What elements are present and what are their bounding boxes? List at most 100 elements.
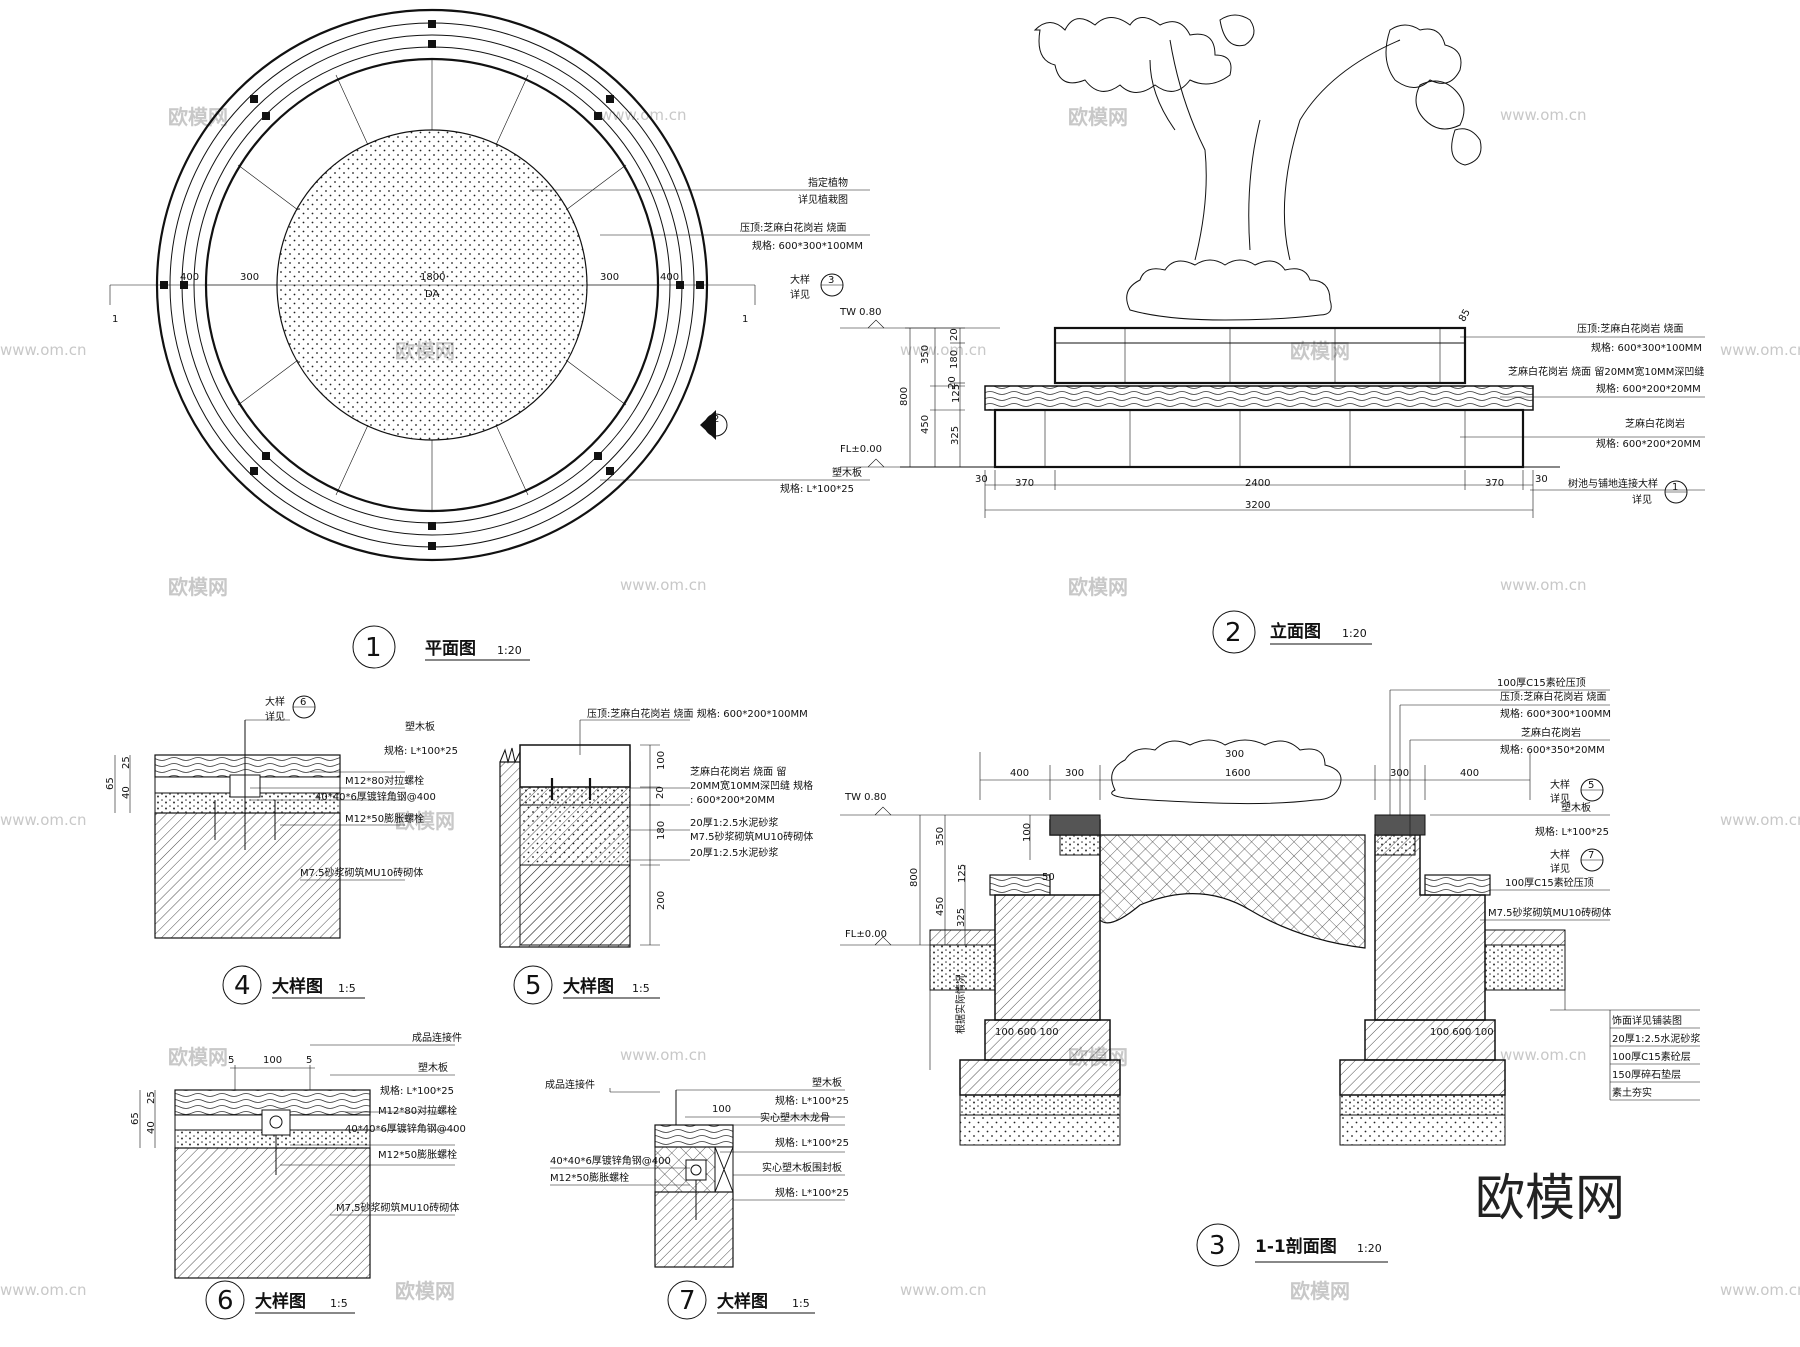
- d7-title-block: 7 大样图 1:5: [667, 1280, 815, 1320]
- elev-tw-level: TW 0.80: [839, 307, 881, 318]
- d7-dim-span: 100: [712, 1104, 731, 1115]
- section-layer-table: 饰面详见铺装图 20厚1:2.5水泥砂浆 100厚C15素砼层 150厚碎石垫层…: [1609, 1009, 1700, 1101]
- watermark-brand: 欧模网: [168, 105, 228, 129]
- d6-note: 40*40*6厚镀锌角钢@400: [345, 1122, 466, 1135]
- elev-note: 规格: 600*300*100MM: [1591, 341, 1702, 354]
- watermark-brand: 欧模网: [395, 1279, 455, 1303]
- coping-left: [1049, 814, 1101, 836]
- watermark-brand: 欧模网: [395, 809, 455, 833]
- svg-text:大样图: 大样图: [255, 1291, 306, 1312]
- d7-note: 规格: L*100*25: [775, 1186, 849, 1199]
- section-ref7-bubble: 大样 详见 7: [1550, 848, 1604, 875]
- d6-note: 成品连接件: [412, 1031, 462, 1044]
- svg-text:1:5: 1:5: [792, 1297, 810, 1310]
- d7-note: 规格: L*100*25: [775, 1136, 849, 1149]
- d7-note: 成品连接件: [545, 1078, 595, 1091]
- d5-note: 20MM宽10MM深凹缝 规格: [690, 779, 813, 792]
- watermark-url: www.om.cn: [1500, 576, 1587, 594]
- d7-note: 规格: L*100*25: [775, 1094, 849, 1107]
- left-footing-base: [959, 1059, 1121, 1096]
- granite-strip: [984, 385, 1534, 411]
- elev-note: 规格: 600*200*20MM: [1596, 382, 1701, 395]
- svg-text:4: 4: [234, 971, 251, 1001]
- section-dim-h-d: 1600: [1225, 768, 1250, 779]
- watermark-url: www.om.cn: [900, 1281, 987, 1299]
- d6-dim-total: 65: [130, 1112, 141, 1125]
- section-dim-h-c: 300: [1225, 749, 1244, 760]
- svg-text:大样: 大样: [790, 273, 810, 286]
- section-side-note: 根据实际情况: [954, 974, 967, 1034]
- plan-title-block: 1 平面图 1:20: [352, 625, 530, 669]
- section-dim-upper: 350: [935, 827, 946, 846]
- plan-note: 压顶:芝麻白花岗岩 烧面: [740, 221, 847, 234]
- section-base-dims-left: 100 600 100: [995, 1027, 1059, 1038]
- watermark-url: www.om.cn: [0, 1281, 87, 1299]
- watermark-brand: 欧模网: [168, 575, 228, 599]
- svg-text:7: 7: [1588, 850, 1594, 861]
- watermark-url: www.om.cn: [1720, 341, 1800, 359]
- plan-note: 规格: 600*300*100MM: [752, 239, 863, 252]
- section-ref5-bubble: 大样 详见 5: [1550, 778, 1604, 805]
- d6-dim-gap-l: 5: [228, 1055, 234, 1066]
- plan-note: 塑木板: [832, 466, 862, 479]
- d6-note: M12*80对拉螺栓: [378, 1104, 457, 1117]
- svg-text:1:20: 1:20: [497, 644, 522, 657]
- svg-text:6: 6: [217, 1286, 234, 1316]
- layer-label: 20厚1:2.5水泥砂浆: [1612, 1032, 1700, 1045]
- svg-text:1:5: 1:5: [330, 1297, 348, 1310]
- corner-brand-logo: 欧模网: [1475, 1169, 1625, 1227]
- section-dim-h-e: 300: [1390, 768, 1409, 779]
- svg-text:大样图: 大样图: [563, 976, 614, 997]
- section-dim-h-a: 400: [1010, 768, 1029, 779]
- detail-7: 100 成品连接件 塑木板 规格: L*100*25 实心塑木木龙骨 规格: L…: [545, 1076, 849, 1320]
- watermark-url: www.om.cn: [0, 811, 87, 829]
- elev-vertical-dims: [905, 327, 965, 468]
- dim-outer-right: 400: [660, 272, 679, 283]
- coping-stones: [1053, 326, 1467, 385]
- section-note: 压顶:芝麻白花岗岩 烧面: [1500, 690, 1607, 703]
- watermark-brand: 欧模网: [1068, 105, 1128, 129]
- svg-text:2: 2: [1225, 618, 1242, 648]
- d7-note: 实心塑木板围封板: [762, 1161, 842, 1174]
- section-note: 规格: 600*300*100MM: [1500, 707, 1611, 720]
- watermark-brand: 欧模网: [1068, 575, 1128, 599]
- section-base-dims-right: 100 600 100: [1430, 1027, 1494, 1038]
- elev-dim-upper: 350: [920, 345, 931, 364]
- svg-text:5: 5: [525, 971, 542, 1001]
- section-note: 100厚C15素砼压顶: [1505, 876, 1594, 889]
- view-arrow-marker: 2: [700, 410, 728, 440]
- svg-text:7: 7: [679, 1286, 696, 1316]
- detail-4: 65 25 40 大样 详见 6 塑木板 规格: L*100*25 M12*80…: [105, 695, 458, 1005]
- section-dim-c: 100: [1022, 823, 1033, 842]
- right-footing-base: [1339, 1059, 1506, 1096]
- d5-dim-b: 20: [655, 786, 666, 799]
- section-dim-total: 800: [909, 868, 920, 887]
- d4-note: 规格: L*100*25: [384, 744, 458, 757]
- watermark-brand: 欧模网: [1290, 1279, 1350, 1303]
- watermark-url: www.om.cn: [1720, 811, 1800, 829]
- dim-mid-right: 300: [600, 272, 619, 283]
- wood-deck-left: [989, 874, 1051, 896]
- d7-note: 实心塑木木龙骨: [760, 1111, 830, 1124]
- plan-ref-bubble: 大样 详见 3: [790, 273, 844, 301]
- dim-center: 1800: [420, 272, 445, 283]
- elev-dim-c: 20: [947, 376, 958, 389]
- elev-fl-level: FL±0.00: [840, 444, 882, 455]
- right-footing: [1364, 1019, 1496, 1061]
- d6-title-block: 6 大样图 1:5: [205, 1280, 355, 1320]
- d6-note: M7.5砂浆砌筑MU10砖砌体: [336, 1201, 459, 1214]
- d7-note: M12*50膨胀螺栓: [550, 1171, 629, 1184]
- elev-dim-l-edge: 30: [975, 474, 988, 485]
- d4-note: M12*80对拉螺栓: [345, 774, 424, 787]
- shrub-top: [1126, 259, 1332, 321]
- elev-dim-left: 370: [1015, 478, 1034, 489]
- right-wall: [1374, 834, 1486, 1021]
- d6-dim-span: 100: [263, 1055, 282, 1066]
- svg-text:大样: 大样: [1550, 848, 1570, 861]
- left-footing: [984, 1019, 1111, 1061]
- d5-dim-a: 100: [656, 751, 667, 770]
- svg-text:3: 3: [828, 275, 834, 286]
- svg-text:1-1剖面图: 1-1剖面图: [1255, 1236, 1337, 1257]
- d5-title-block: 5 大样图 1:5: [513, 965, 660, 1005]
- svg-text:1:5: 1:5: [632, 982, 650, 995]
